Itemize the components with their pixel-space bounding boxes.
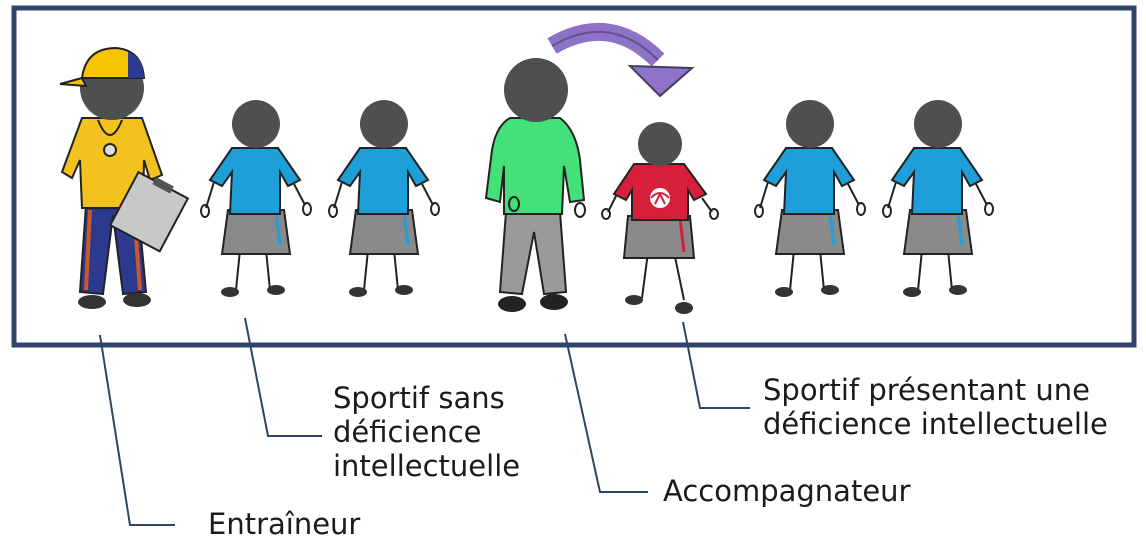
special-olympics-logo-icon — [648, 186, 672, 210]
athlete-with-label-line-1: Sportif présentant une — [763, 373, 1090, 407]
athlete-without-disability-2-icon — [328, 100, 440, 297]
athlete-without-label-line-2: déficience — [333, 415, 482, 449]
athlete-without-leader-line — [244, 317, 322, 437]
athlete-without-disability-1-icon — [200, 100, 312, 297]
companion-leader-line — [564, 333, 648, 493]
athlete-with-disability-icon — [601, 122, 719, 314]
athlete-without-label: Sportif sans déficience intellectuelle — [333, 381, 520, 483]
curved-arrow-icon — [547, 22, 695, 98]
athlete-with-label-line-2: déficience intellectuelle — [763, 407, 1108, 441]
companion-figure-icon — [484, 58, 586, 312]
athlete-with-leader-line — [682, 321, 750, 409]
athlete-without-label-line-1: Sportif sans — [333, 381, 505, 415]
athlete-with-label: Sportif présentant une déficience intell… — [763, 373, 1108, 441]
athlete-without-disability-4-icon — [882, 100, 994, 297]
coach-label: Entraîneur — [208, 507, 361, 541]
companion-label: Accompagnateur — [663, 474, 911, 508]
coach-figure-icon — [59, 46, 190, 309]
athlete-without-label-line-3: intellectuelle — [333, 449, 521, 483]
coach-leader-line — [99, 334, 175, 526]
athlete-without-disability-3-icon — [754, 100, 866, 297]
